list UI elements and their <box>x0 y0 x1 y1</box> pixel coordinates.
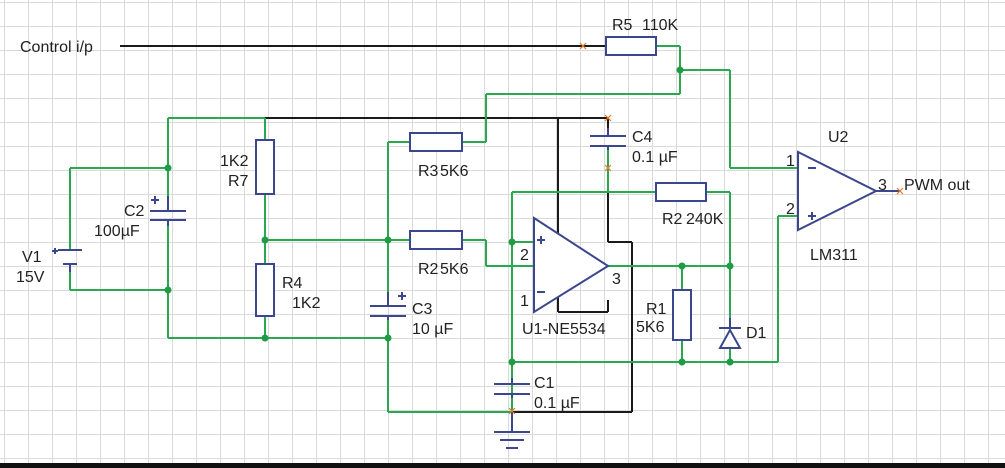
r4-ref: R4 <box>282 275 303 292</box>
u2-ref: U2 <box>828 129 849 146</box>
u1-pin-3: 3 <box>612 271 621 288</box>
c1-capacitor <box>494 378 530 398</box>
c2-value: 100µF <box>94 223 140 240</box>
r7-ref: R7 <box>228 173 249 190</box>
u2-pin-2: 2 <box>786 201 795 218</box>
c4-value: 0.1 µF <box>632 149 678 166</box>
c4-ref: C4 <box>632 129 653 146</box>
r3-ref: R3 <box>418 163 439 180</box>
r2-ref: R2 <box>418 261 439 278</box>
d1-diode <box>718 318 742 349</box>
u1-pin-1: 1 <box>520 293 529 310</box>
c2-ref: C2 <box>124 203 145 220</box>
r7-resistor <box>255 139 275 195</box>
r1-value: 5K6 <box>636 319 665 336</box>
r7-value: 1K2 <box>220 153 249 170</box>
c1-value: 0.1 µF <box>534 395 580 412</box>
u2-pin-3: 3 <box>878 177 887 194</box>
pwm-out-label: PWM out <box>904 177 970 194</box>
u2-comparator <box>797 150 900 232</box>
v1-ref: V1 <box>22 249 42 266</box>
r2b-resistor <box>655 182 707 202</box>
r5-resistor <box>605 36 657 56</box>
r1-resistor <box>672 289 692 341</box>
green-wires <box>69 45 798 432</box>
u1-opamp <box>533 216 610 314</box>
r2-resistor <box>409 230 463 250</box>
r3-resistor <box>409 132 463 152</box>
u1-pin-2: 2 <box>520 247 529 264</box>
r2b-value: 240K <box>686 211 724 228</box>
c3-value: 10 µF <box>412 321 453 338</box>
r5-ref: R5 <box>612 17 633 34</box>
c3-capacitor <box>370 292 406 320</box>
control-input-label: Control i/p <box>20 39 93 56</box>
d1-ref: D1 <box>746 325 767 342</box>
c3-ref: C3 <box>412 301 433 318</box>
v1-battery <box>52 248 82 272</box>
r3-value: 5K6 <box>440 163 469 180</box>
r4-resistor <box>255 263 275 317</box>
pin-marks <box>508 42 904 415</box>
c1-ref: C1 <box>534 375 555 392</box>
r4-value: 1K2 <box>292 295 321 312</box>
bottom-border <box>0 463 1005 468</box>
r2b-ref: R2 <box>662 211 683 228</box>
v1-value: 15V <box>16 269 45 286</box>
u1-ref: U1-NE5534 <box>522 321 606 338</box>
c2-capacitor <box>150 196 186 226</box>
black-wires <box>120 45 633 413</box>
u2-part: LM311 <box>810 247 858 264</box>
r5-value: 110K <box>642 17 679 34</box>
c4-capacitor <box>590 128 626 150</box>
junction-dots <box>164 66 734 366</box>
r2-value: 5K6 <box>440 261 469 278</box>
r1-ref: R1 <box>646 301 667 318</box>
ground-icon <box>494 412 530 449</box>
u2-pin-1: 1 <box>786 153 795 170</box>
